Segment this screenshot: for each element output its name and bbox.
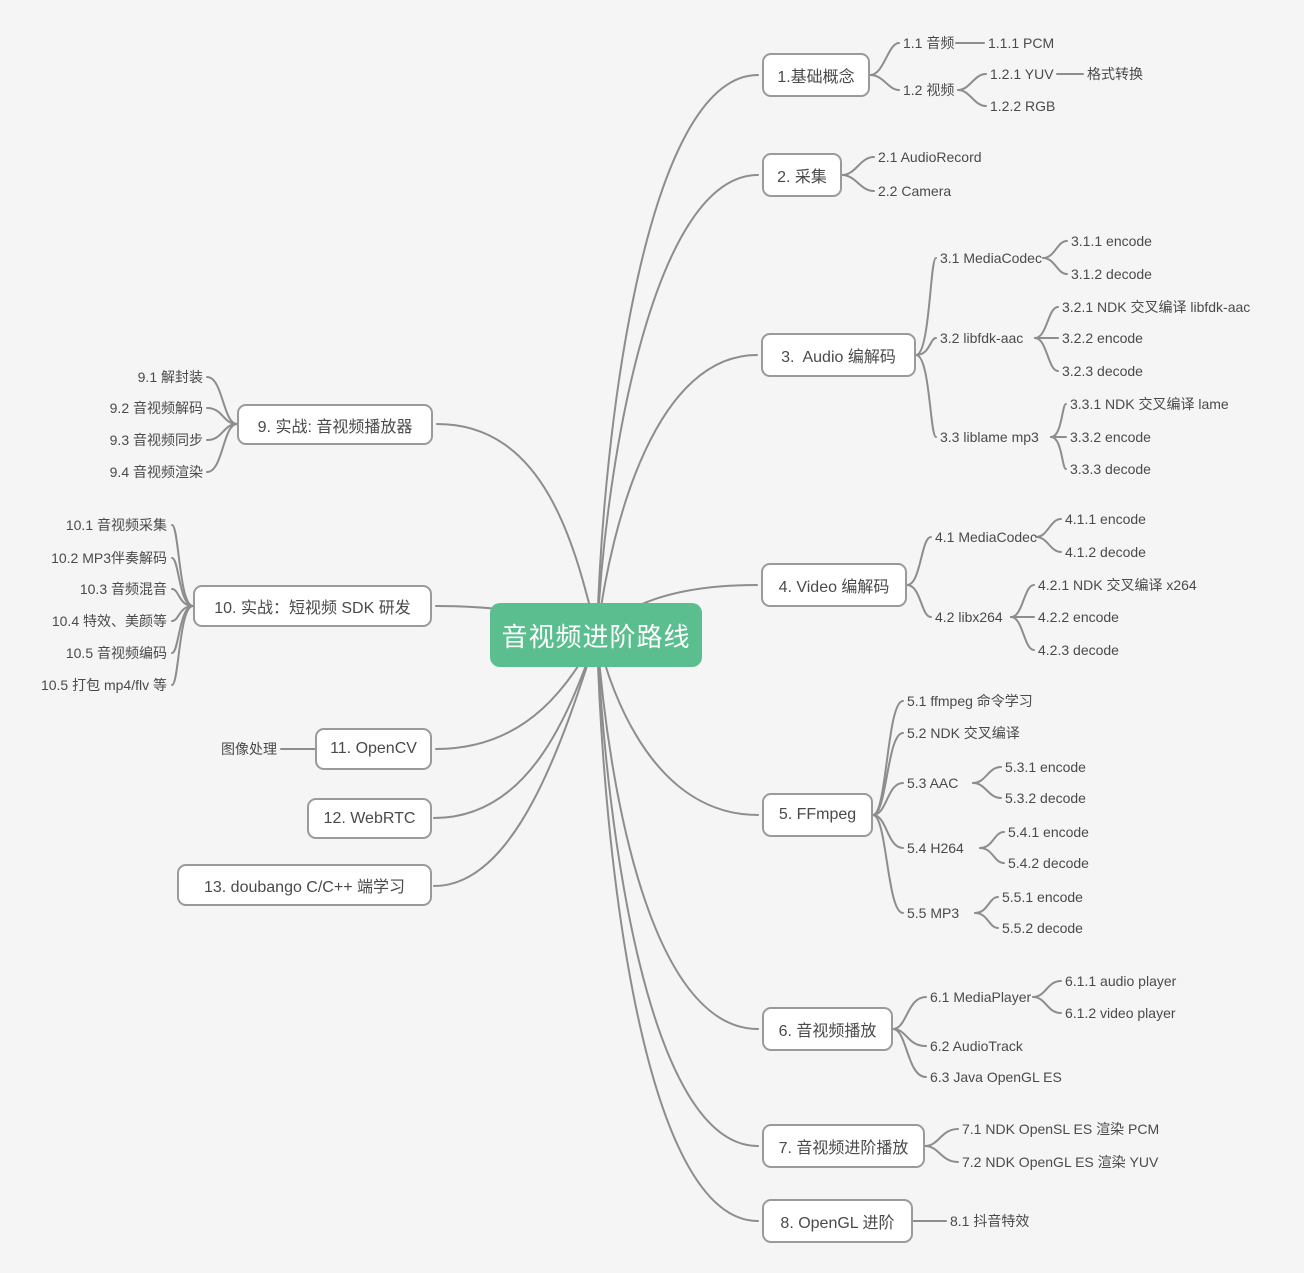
topic-5-4[interactable]: 5.4 H264 (907, 840, 964, 856)
branch-1[interactable]: 1.基础概念 (762, 53, 870, 97)
topic-6-1-1[interactable]: 6.1.1 audio player (1065, 973, 1177, 989)
topic-5-3-1[interactable]: 5.3.1 encode (1005, 759, 1086, 775)
topic-5-3-2[interactable]: 5.3.2 decode (1005, 790, 1086, 806)
topic-7-1[interactable]: 7.1 NDK OpenSL ES 渲染 PCM (962, 1121, 1160, 1137)
topic-3-2-1[interactable]: 3.2.1 NDK 交叉编译 libfdk-aac (1062, 299, 1251, 315)
topic-4-2-3[interactable]: 4.2.3 decode (1038, 642, 1119, 658)
topic-3-2-2[interactable]: 3.2.2 encode (1062, 330, 1143, 346)
topic-5-3[interactable]: 5.3 AAC (907, 775, 959, 791)
topic-3-2[interactable]: 3.2 libfdk-aac (940, 330, 1024, 346)
branch-3[interactable]: 3. Audio 编解码 (761, 333, 916, 377)
topic-4-2-1[interactable]: 4.2.1 NDK 交叉编译 x264 (1038, 577, 1197, 593)
topic-6-1[interactable]: 6.1 MediaPlayer (930, 989, 1032, 1005)
topic-10-1[interactable]: 10.1 音视频采集 (65, 517, 167, 533)
topic-5-1[interactable]: 5.1 ffmpeg 命令学习 (907, 693, 1033, 709)
topic-4-1-2[interactable]: 4.1.2 decode (1065, 544, 1146, 560)
topic-5-2[interactable]: 5.2 NDK 交叉编译 (907, 725, 1020, 741)
topic-7-2[interactable]: 7.2 NDK OpenGL ES 渲染 YUV (962, 1154, 1159, 1170)
topic-1-1[interactable]: 1.1 音频 (903, 35, 955, 51)
topic-1-2-1-1[interactable]: 格式转换 (1087, 66, 1143, 82)
topic-4-1[interactable]: 4.1 MediaCodec (935, 529, 1037, 545)
topic-5-5[interactable]: 5.5 MP3 (907, 905, 960, 921)
topic-4-2-2[interactable]: 4.2.2 encode (1038, 609, 1119, 625)
branch-5[interactable]: 5. FFmpeg (762, 793, 873, 837)
topic-1-2-2[interactable]: 1.2.2 RGB (990, 98, 1056, 114)
topic-6-1-2[interactable]: 6.1.2 video player (1065, 1005, 1176, 1021)
topic-2-1[interactable]: 2.1 AudioRecord (878, 149, 982, 165)
branch-6[interactable]: 6. 音视频播放 (762, 1007, 893, 1051)
topic-9-4[interactable]: 9.4 音视频渲染 (109, 464, 203, 480)
branch-12[interactable]: 12. WebRTC (307, 798, 432, 839)
topic-4-2[interactable]: 4.2 libx264 (935, 609, 1003, 625)
branch-9[interactable]: 9. 实战: 音视频播放器 (237, 404, 433, 445)
topic-10-6[interactable]: 10.5 打包 mp4/flv 等 (40, 677, 167, 693)
topic-3-2-3[interactable]: 3.2.3 decode (1062, 363, 1143, 379)
topic-8-1[interactable]: 8.1 抖音特效 (950, 1213, 1030, 1229)
topic-9-1[interactable]: 9.1 解封装 (137, 369, 203, 385)
branch-4[interactable]: 4. Video 编解码 (761, 563, 907, 607)
topic-3-3-2[interactable]: 3.3.2 encode (1070, 429, 1151, 445)
topic-5-5-2[interactable]: 5.5.2 decode (1002, 920, 1083, 936)
topic-10-2[interactable]: 10.2 MP3伴奏解码 (51, 550, 167, 566)
topic-1-1-1[interactable]: 1.1.1 PCM (988, 35, 1055, 51)
topic-10-3[interactable]: 10.3 音频混音 (79, 581, 167, 597)
central-topic[interactable]: 音视频进阶路线 (490, 603, 702, 667)
branch-10[interactable]: 10. 实战：短视频 SDK 研发 (193, 585, 432, 627)
topic-11-1[interactable]: 图像处理 (221, 741, 277, 757)
branch-7[interactable]: 7. 音视频进阶播放 (762, 1124, 925, 1168)
branch-11[interactable]: 11. OpenCV (315, 728, 432, 770)
topic-5-4-2[interactable]: 5.4.2 decode (1008, 855, 1089, 871)
topic-5-4-1[interactable]: 5.4.1 encode (1008, 824, 1089, 840)
topic-3-3-1[interactable]: 3.3.1 NDK 交叉编译 lame (1070, 396, 1229, 412)
branch-13[interactable]: 13. doubango C/C++ 端学习 (177, 864, 432, 906)
topic-6-2[interactable]: 6.2 AudioTrack (930, 1038, 1023, 1054)
topic-4-1-1[interactable]: 4.1.1 encode (1065, 511, 1146, 527)
topic-10-4[interactable]: 10.4 特效、美颜等 (51, 613, 167, 629)
topic-10-5[interactable]: 10.5 音视频编码 (65, 645, 167, 661)
topic-6-3[interactable]: 6.3 Java OpenGL ES (930, 1069, 1062, 1085)
topic-9-2[interactable]: 9.2 音视频解码 (109, 400, 203, 416)
topic-3-3-3[interactable]: 3.3.3 decode (1070, 461, 1151, 477)
topic-9-3[interactable]: 9.3 音视频同步 (109, 432, 203, 448)
topic-2-2[interactable]: 2.2 Camera (878, 183, 952, 199)
topic-1-2-1[interactable]: 1.2.1 YUV (990, 66, 1054, 82)
topic-3-1-1[interactable]: 3.1.1 encode (1071, 233, 1152, 249)
branch-8[interactable]: 8. OpenGL 进阶 (762, 1199, 913, 1243)
topic-3-3[interactable]: 3.3 liblame mp3 (940, 429, 1039, 445)
branch-2[interactable]: 2. 采集 (762, 153, 842, 197)
topic-5-5-1[interactable]: 5.5.1 encode (1002, 889, 1083, 905)
topic-1-2[interactable]: 1.2 视频 (903, 82, 955, 98)
topic-3-1[interactable]: 3.1 MediaCodec (940, 250, 1042, 266)
topic-3-1-2[interactable]: 3.1.2 decode (1071, 266, 1152, 282)
